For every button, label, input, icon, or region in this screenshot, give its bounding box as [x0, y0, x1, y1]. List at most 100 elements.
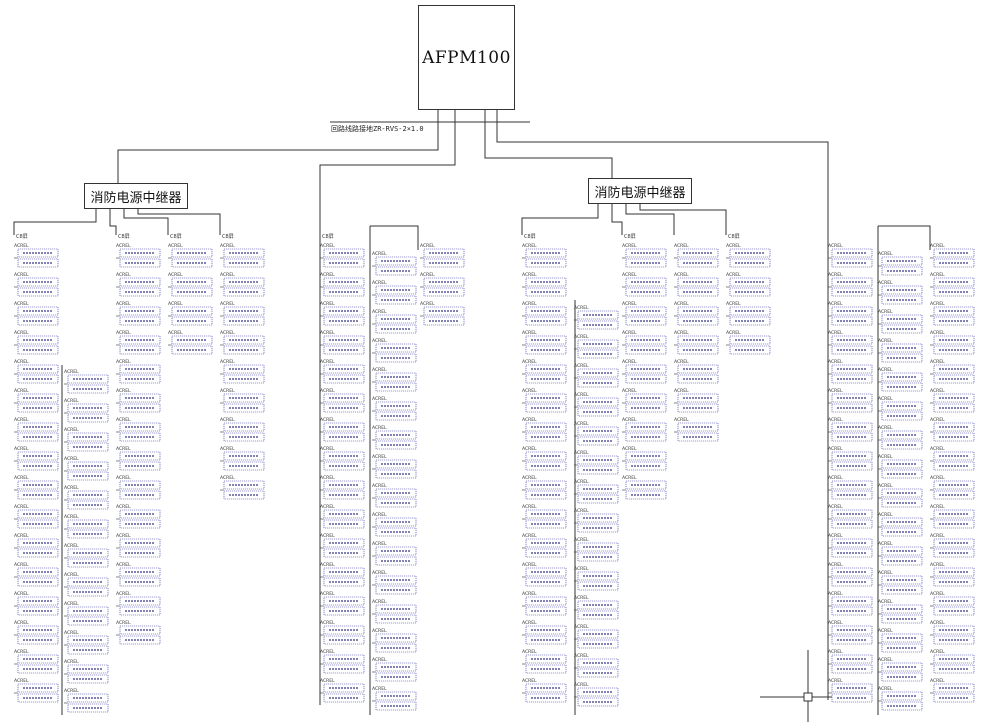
svg-text:ACREL: ACREL: [878, 338, 893, 344]
device-module: ACREL: [116, 388, 161, 413]
device-module: ACREL: [522, 533, 567, 558]
svg-text:ACREL: ACREL: [828, 446, 843, 452]
device-module: ACREL: [320, 678, 365, 703]
svg-text:ACREL: ACREL: [574, 653, 589, 659]
svg-text:ACREL: ACREL: [116, 475, 131, 481]
svg-text:ACREL: ACREL: [168, 243, 183, 249]
device-module: ACREL: [878, 309, 923, 334]
device-module: ACREL: [14, 359, 59, 384]
svg-text:ACREL: ACREL: [878, 599, 893, 605]
svg-text:ACREL: ACREL: [320, 649, 335, 655]
svg-text:ACREL: ACREL: [674, 272, 689, 278]
relay-2-output-1: [521, 204, 599, 235]
svg-text:ACREL: ACREL: [574, 537, 589, 543]
svg-text:ACREL: ACREL: [828, 562, 843, 568]
svg-text:ACREL: ACREL: [622, 330, 637, 336]
svg-text:ACREL: ACREL: [14, 562, 29, 568]
svg-text:ACREL: ACREL: [420, 301, 435, 307]
svg-text:ACREL: ACREL: [878, 512, 893, 518]
svg-text:ACREL: ACREL: [14, 272, 29, 278]
svg-text:ACREL: ACREL: [320, 301, 335, 307]
power-relay-2: 消防电源中继器: [588, 178, 692, 204]
feeder-line-relay-1: [117, 110, 439, 183]
column-header: C8屏: [322, 234, 334, 240]
device-module: ACREL: [574, 566, 619, 591]
device-module: ACREL: [320, 649, 365, 674]
svg-text:ACREL: ACREL: [220, 475, 235, 481]
device-module: ACREL: [168, 243, 213, 268]
svg-text:ACREL: ACREL: [64, 369, 79, 375]
svg-text:ACREL: ACREL: [930, 359, 945, 365]
device-module: ACREL: [878, 686, 923, 711]
svg-text:ACREL: ACREL: [116, 446, 131, 452]
device-module: ACREL: [320, 620, 365, 645]
relay-1-output-4: [137, 209, 221, 235]
device-module: ACREL: [574, 392, 619, 417]
svg-text:ACREL: ACREL: [372, 396, 387, 402]
svg-text:ACREL: ACREL: [828, 649, 843, 655]
device-module: ACREL: [320, 388, 365, 413]
device-module: ACREL: [828, 272, 873, 297]
device-module: ACREL: [320, 330, 365, 355]
column-header: C8屏: [16, 234, 28, 240]
device-module: ACREL: [220, 417, 265, 442]
svg-text:ACREL: ACREL: [878, 454, 893, 460]
device-module: ACREL: [14, 620, 59, 645]
svg-text:ACREL: ACREL: [220, 417, 235, 423]
svg-text:ACREL: ACREL: [930, 272, 945, 278]
device-module: ACREL: [420, 272, 465, 297]
svg-text:ACREL: ACREL: [14, 301, 29, 307]
device-module: ACREL: [372, 367, 417, 392]
device-module: ACREL: [828, 475, 873, 500]
svg-text:ACREL: ACREL: [878, 483, 893, 489]
svg-text:ACREL: ACREL: [64, 601, 79, 607]
device-module: ACREL: [372, 570, 417, 595]
power-relay-1: 消防电源中继器: [84, 183, 188, 209]
svg-text:ACREL: ACREL: [320, 446, 335, 452]
relay-2-label: 消防电源中继器: [594, 185, 686, 201]
svg-text:ACREL: ACREL: [522, 620, 537, 626]
device-module: ACREL: [522, 649, 567, 674]
svg-text:ACREL: ACREL: [574, 508, 589, 514]
device-module: ACREL: [14, 243, 59, 268]
device-module: ACREL: [372, 309, 417, 334]
device-module: ACREL: [14, 591, 59, 616]
device-module: ACREL: [726, 301, 771, 326]
device-module: ACREL: [372, 483, 417, 508]
device-module: ACREL: [116, 446, 161, 471]
device-module: ACREL: [878, 657, 923, 682]
svg-text:ACREL: ACREL: [64, 659, 79, 665]
device-module: ACREL: [522, 678, 567, 703]
svg-text:ACREL: ACREL: [64, 572, 79, 578]
svg-text:ACREL: ACREL: [574, 566, 589, 572]
device-module: ACREL: [14, 272, 59, 297]
svg-text:ACREL: ACREL: [878, 541, 893, 547]
device-module: ACREL: [320, 272, 365, 297]
device-module: ACREL: [64, 485, 109, 510]
svg-text:ACREL: ACREL: [522, 649, 537, 655]
svg-text:ACREL: ACREL: [372, 570, 387, 576]
device-module: ACREL: [320, 243, 365, 268]
device-module: ACREL: [878, 251, 923, 276]
svg-text:ACREL: ACREL: [372, 251, 387, 257]
device-module: ACREL: [726, 243, 771, 268]
svg-text:ACREL: ACREL: [674, 301, 689, 307]
device-module: ACREL: [14, 446, 59, 471]
svg-text:ACREL: ACREL: [878, 367, 893, 373]
device-module: ACREL: [574, 653, 619, 678]
svg-text:ACREL: ACREL: [372, 657, 387, 663]
device-module: ACREL: [930, 591, 975, 616]
svg-text:ACREL: ACREL: [64, 543, 79, 549]
device-module: ACREL: [622, 243, 667, 268]
feeder-line-relay-2: [484, 110, 613, 178]
svg-text:ACREL: ACREL: [14, 678, 29, 684]
device-module: ACREL: [674, 417, 719, 442]
device-module: ACREL: [14, 330, 59, 355]
device-module: ACREL: [320, 475, 365, 500]
bus-label: 回路线路接地ZR-RVS-2×1.0: [331, 125, 424, 133]
svg-text:ACREL: ACREL: [622, 272, 637, 278]
device-module: ACREL: [674, 330, 719, 355]
device-module: ACREL: [622, 446, 667, 471]
device-module: ACREL: [372, 338, 417, 363]
